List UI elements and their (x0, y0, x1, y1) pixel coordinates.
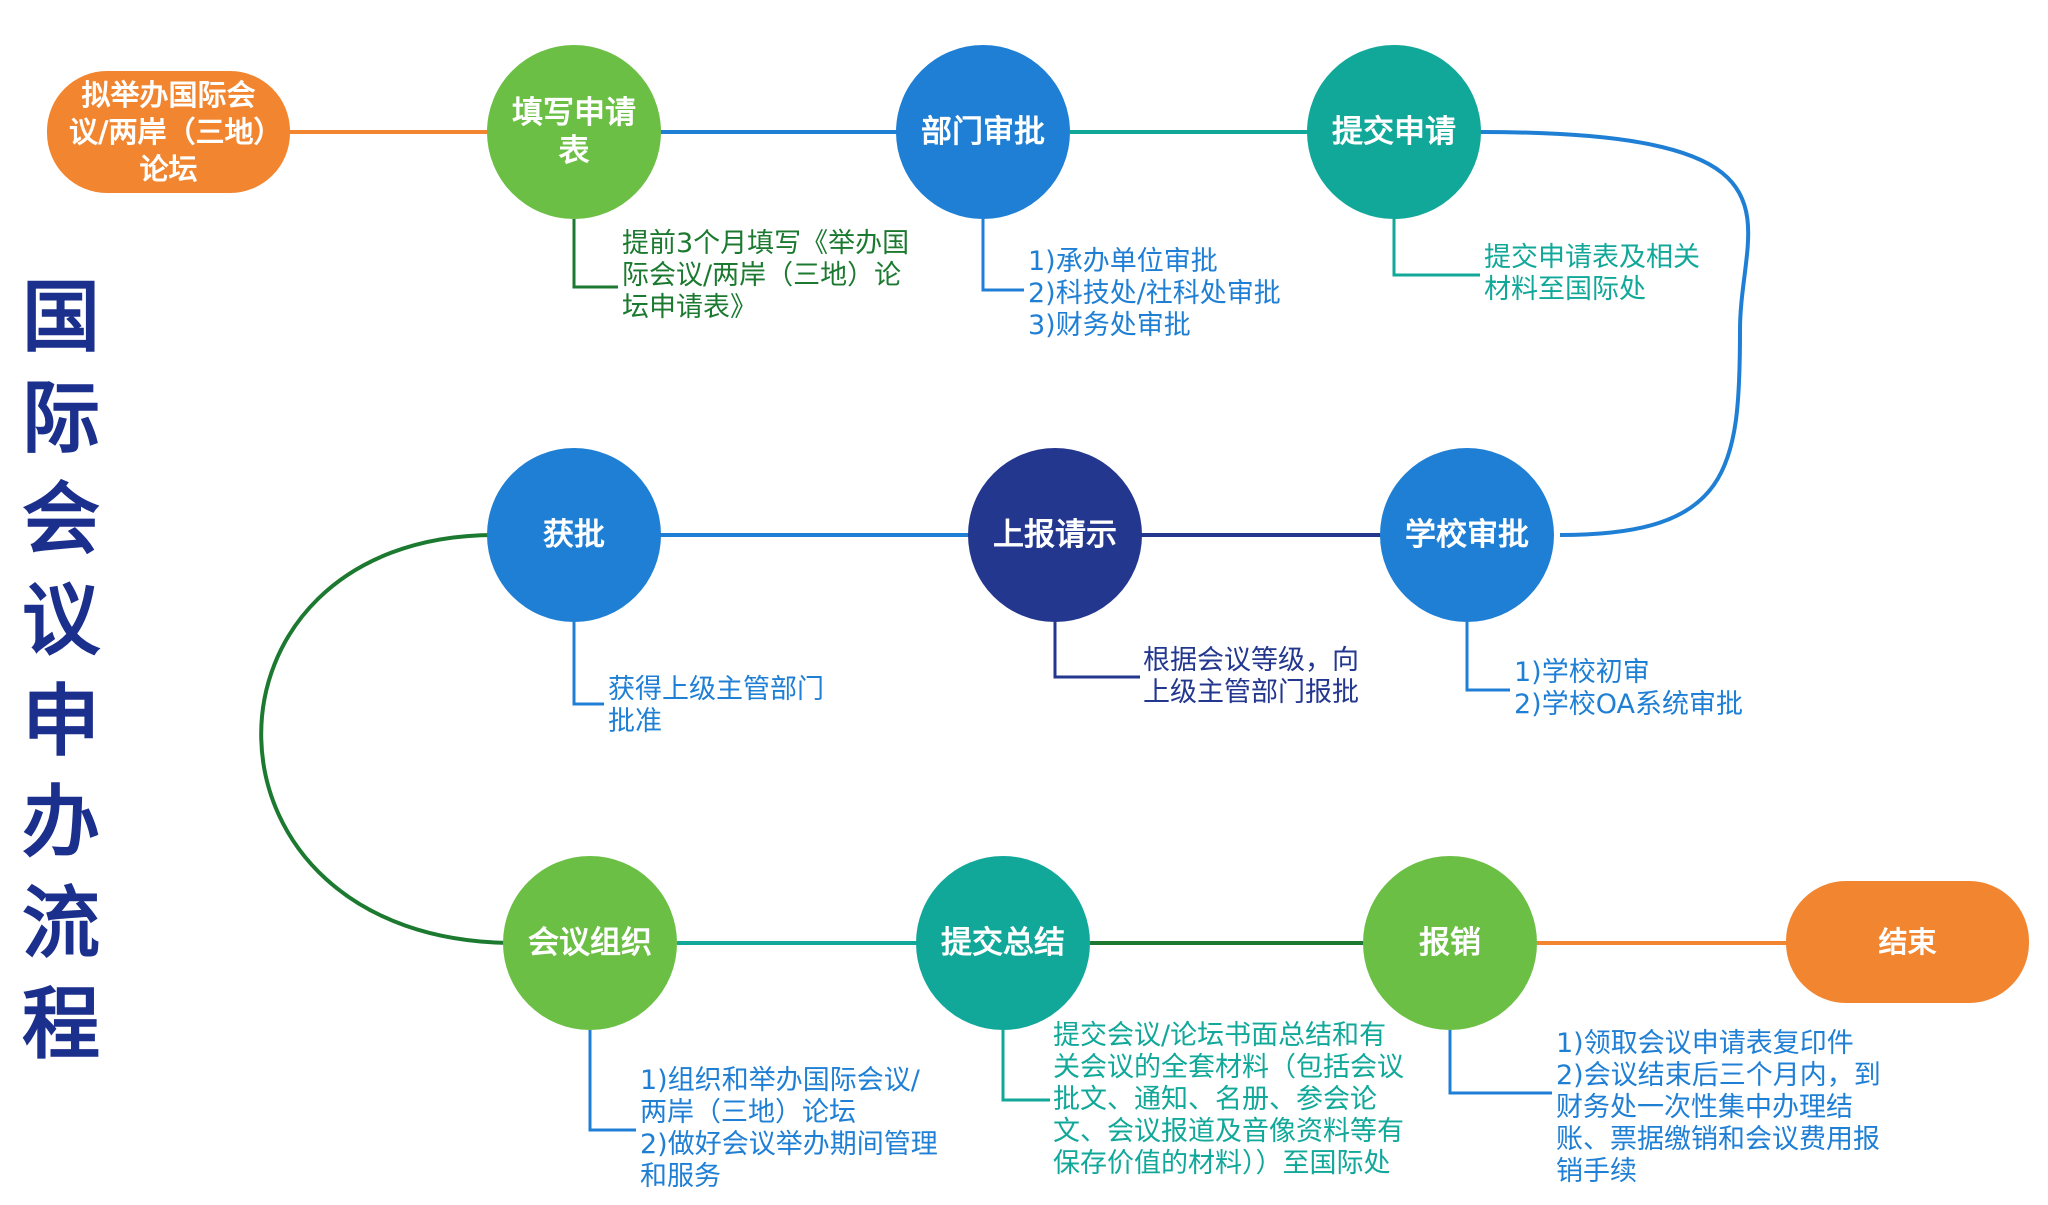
note-school-approval: 1)学校初审 2)学校OA系统审批 (1514, 657, 1743, 721)
note-fill-form-text: 提前3个月填写《举办国际会议/两岸（三地）论坛申请表》 (622, 228, 910, 323)
step-dept-approval: 部门审批 (896, 45, 1070, 219)
leader-submit-application (1392, 219, 1480, 277)
note-approved: 获得上级主管部门批准 (608, 674, 833, 738)
note-dept-approval-line-3: 3)财务处审批 (1028, 310, 1191, 341)
note-report-text: 根据会议等级，向上级主管部门报批 (1143, 645, 1359, 708)
note-dept-approval: 1)承办单位审批 2)科技处/社科处审批 3)财务处审批 (1028, 246, 1281, 342)
leader-school-approval (1465, 622, 1510, 692)
step-submit-summary: 提交总结 (916, 856, 1090, 1030)
step-fill-form: 填写申请表 (487, 45, 661, 219)
note-reimburse: 1)领取会议申请表复印件 2)会议结束后三个月内，到财务处一次性集中办理结账、票… (1556, 1028, 1901, 1188)
note-submit-application: 提交申请表及相关材料至国际处 (1484, 242, 1714, 306)
leader-report (1053, 622, 1140, 679)
note-approved-text: 获得上级主管部门批准 (608, 674, 824, 737)
note-submit-application-text: 提交申请表及相关材料至国际处 (1484, 242, 1700, 305)
step-organize: 会议组织 (503, 856, 677, 1030)
connector-approved-organize (259, 533, 516, 945)
note-submit-summary: 提交会议/论坛书面总结和有关会议的全套材料（包括会议批文、通知、名册、参会论文、… (1053, 1020, 1413, 1180)
note-school-approval-line-2: 2)学校OA系统审批 (1514, 689, 1743, 720)
leader-fill-form (572, 219, 618, 289)
step-approved: 获批 (487, 448, 661, 622)
note-reimburse-line-1: 1)领取会议申请表复印件 (1556, 1028, 1854, 1059)
step-reimburse: 报销 (1363, 856, 1537, 1030)
step-report: 上报请示 (968, 448, 1142, 622)
note-organize-line-2: 2)做好会议举办期间管理和服务 (640, 1129, 938, 1192)
step-school-approval: 学校审批 (1380, 448, 1554, 622)
step-start: 拟举办国际会议/两岸（三地）论坛 (47, 71, 290, 193)
connector-submit-application-school-approval (1479, 130, 1751, 537)
note-school-approval-line-1: 1)学校初审 (1514, 657, 1650, 688)
note-submit-summary-text: 提交会议/论坛书面总结和有关会议的全套材料（包括会议批文、通知、名册、参会论文、… (1053, 1020, 1404, 1179)
note-fill-form: 提前3个月填写《举办国际会议/两岸（三地）论坛申请表》 (622, 228, 912, 324)
note-organize: 1)组织和举办国际会议/两岸（三地）论坛 2)做好会议举办期间管理和服务 (640, 1065, 940, 1193)
step-end: 结束 (1786, 881, 2029, 1003)
leader-reimburse (1448, 1030, 1552, 1095)
note-reimburse-line-2: 2)会议结束后三个月内，到财务处一次性集中办理结账、票据缴销和会议费用报销手续 (1556, 1060, 1881, 1187)
note-dept-approval-line-2: 2)科技处/社科处审批 (1028, 278, 1281, 309)
leader-organize (588, 1030, 636, 1132)
leader-submit-summary (1001, 1030, 1050, 1102)
leader-dept-approval (981, 219, 1024, 292)
step-submit-application: 提交申请 (1307, 45, 1481, 219)
leader-approved (572, 622, 604, 706)
note-report: 根据会议等级，向上级主管部门报批 (1143, 645, 1373, 709)
note-dept-approval-line-1: 1)承办单位审批 (1028, 246, 1218, 277)
page-title: 国际会议申办流程 (21, 273, 100, 1070)
note-organize-line-1: 1)组织和举办国际会议/两岸（三地）论坛 (640, 1065, 920, 1128)
